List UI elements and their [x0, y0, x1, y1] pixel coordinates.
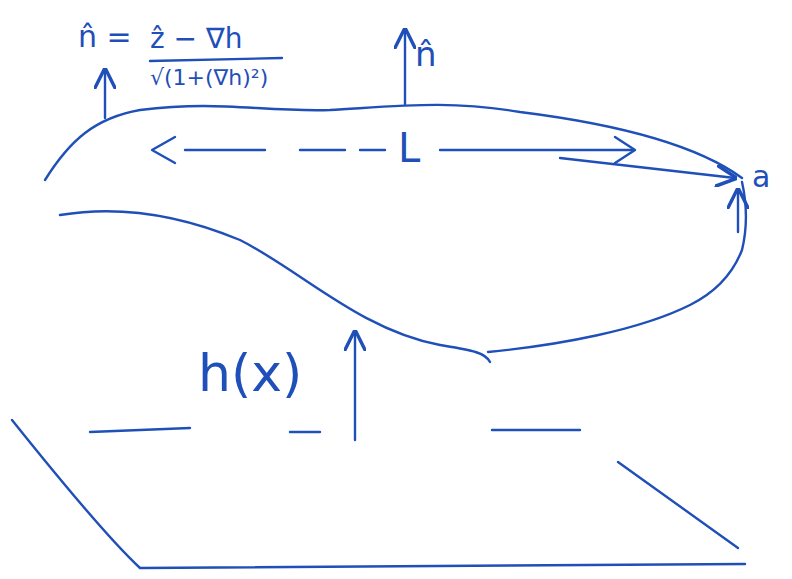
- lower-surface: [488, 182, 746, 352]
- dimension-arrow: [615, 137, 635, 163]
- normal-arrow: [104, 70, 106, 118]
- height-arrow: [354, 332, 356, 440]
- dimension-line: [440, 149, 632, 151]
- normal-label: n̂: [415, 36, 437, 73]
- normal-arrow: [404, 30, 406, 104]
- dimension-arrow: [152, 137, 175, 163]
- upper-surface: [45, 105, 742, 180]
- dimension-line: [185, 149, 385, 151]
- length-label: L: [398, 126, 420, 170]
- lower-surface: [60, 211, 490, 362]
- fraction-bar: [150, 58, 282, 61]
- base-plane: [618, 462, 738, 548]
- normal-formula: n̂ =: [78, 20, 132, 53]
- thickness-arrow: [737, 190, 739, 232]
- height-label: h(x): [198, 345, 302, 402]
- base-plane: [90, 428, 580, 432]
- thickness-label: a: [752, 160, 770, 193]
- fraction-numerator: ẑ − ∇h: [150, 24, 242, 55]
- base-plane: [12, 420, 745, 568]
- thickness-arrow: [560, 158, 735, 178]
- fraction-denominator: √(1+(∇h)²): [150, 66, 268, 90]
